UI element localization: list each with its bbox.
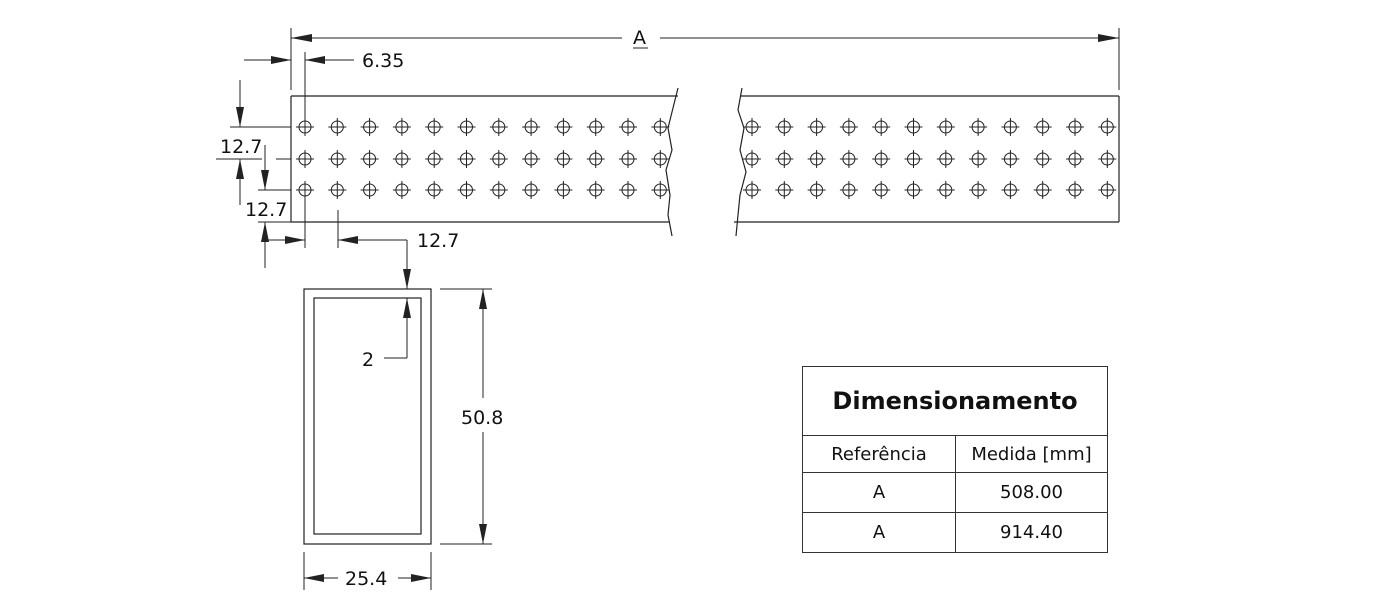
table-cell-measure: 914.40 xyxy=(955,512,1108,553)
hole-pitch-dimension: 12.7 xyxy=(262,190,459,252)
table-cell-reference: A xyxy=(802,472,956,513)
overall-length-label: A xyxy=(633,27,646,49)
strip-right-segment xyxy=(734,87,1120,237)
table-row: A 914.40 xyxy=(802,512,1108,553)
table-header-measure: Medida [mm] xyxy=(955,435,1108,473)
row-spacing-upper-label: 12.7 xyxy=(220,136,262,158)
dimension-table: Dimensionamento Referência Medida [mm] A… xyxy=(802,366,1108,553)
overall-length-dimension: A xyxy=(290,27,1120,90)
cross-section xyxy=(303,288,432,545)
wall-thickness-dimension: 2 xyxy=(362,240,411,371)
row-spacing-dimension-upper: 12.7 xyxy=(216,80,291,205)
row-spacing-lower-label: 12.7 xyxy=(245,199,287,221)
table-title: Dimensionamento xyxy=(802,366,1108,436)
wall-thickness-label: 2 xyxy=(362,349,374,371)
hole-pitch-label: 12.7 xyxy=(417,230,459,252)
edge-offset-dimension: 6.35 xyxy=(244,50,404,124)
section-height-label: 50.8 xyxy=(461,407,503,429)
table-row: A 508.00 xyxy=(802,472,1108,513)
section-width-dimension: 25.4 xyxy=(303,552,432,590)
edge-offset-label: 6.35 xyxy=(362,50,404,72)
row-spacing-dimension-lower: 12.7 xyxy=(245,145,291,268)
section-height-dimension: 50.8 xyxy=(440,288,503,545)
table-cell-measure: 508.00 xyxy=(955,472,1108,513)
hole-grid xyxy=(296,118,1117,199)
table-header-reference: Referência xyxy=(802,435,956,473)
section-width-label: 25.4 xyxy=(345,568,387,590)
table-cell-reference: A xyxy=(802,512,956,553)
strip-left-segment xyxy=(290,87,679,237)
